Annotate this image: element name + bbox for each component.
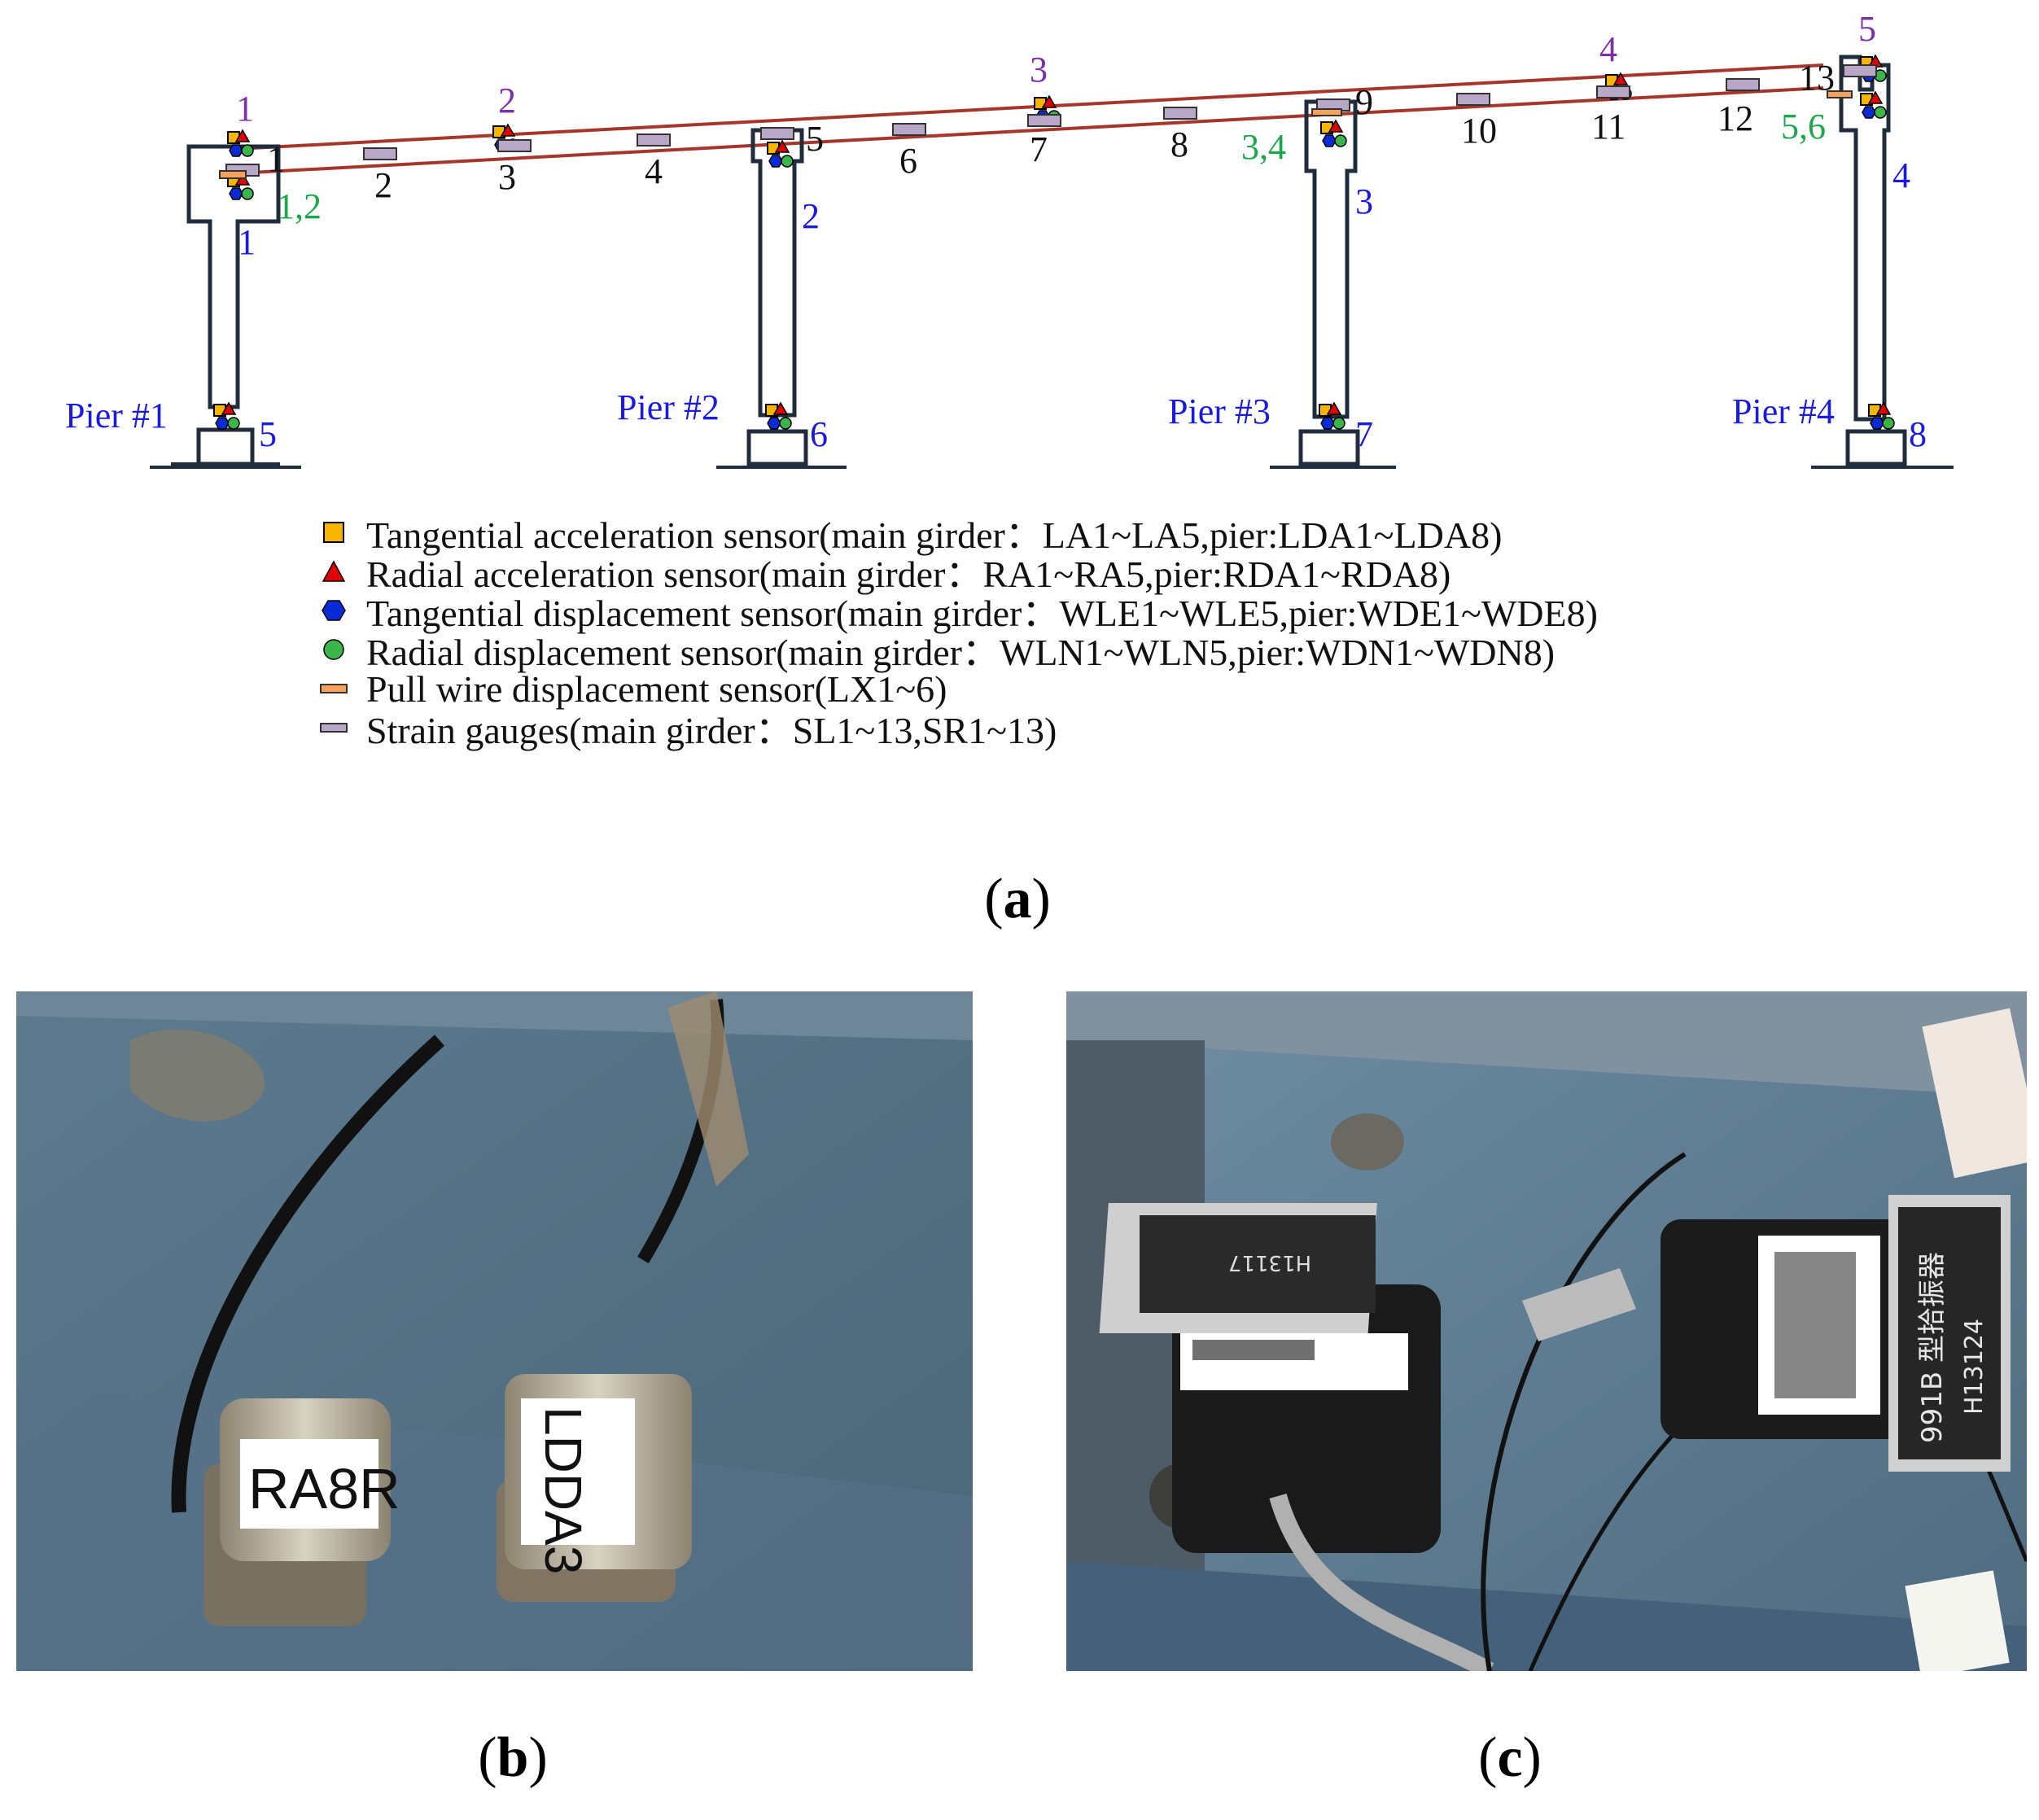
- legend-item: Strain gauges(main girder：SL1~13,SR1~13): [317, 708, 2027, 751]
- square-icon: [317, 516, 350, 549]
- pier-1: [150, 144, 301, 469]
- sensor-label-ldda3: LDDA3: [534, 1407, 593, 1574]
- pier-3-label: Pier #3: [1168, 392, 1271, 431]
- photo-b-accelerometers: RA8R LDDA3: [16, 991, 973, 1671]
- strain-id-11: 11: [1591, 107, 1626, 147]
- pier-top-id-2: 2: [802, 196, 820, 236]
- strain-id-8: 8: [1170, 125, 1188, 164]
- strain-id-13: 13: [1799, 58, 1835, 98]
- legend-item: Tangential displacement sensor(main gird…: [317, 591, 2027, 634]
- circle-icon: [317, 633, 350, 666]
- legend-item: Pull wire displacement sensor(LX1~6): [317, 667, 2027, 710]
- strain-id-2: 2: [374, 165, 392, 205]
- legend-item: Radial acceleration sensor(main girder：R…: [317, 552, 2027, 595]
- sensor-label-ra8r: RA8R: [248, 1457, 400, 1520]
- photo-c-vibration-pickups: H13117 991B 型拾振器 H13124: [1066, 991, 2027, 1671]
- pier-1-label: Pier #1: [65, 396, 168, 435]
- pier-3: [1270, 99, 1396, 469]
- legend-label: Radial acceleration sensor(main girder：R…: [366, 553, 1451, 595]
- girder-sensor-id-4: 4: [1599, 29, 1617, 69]
- vibration-pickups-photo: H13117 991B 型拾振器 H13124: [1066, 991, 2027, 1671]
- bar-icon: [317, 711, 350, 744]
- triangle-icon: [317, 555, 350, 588]
- device-id-h13124: H13124: [1960, 1319, 1989, 1415]
- strain-id-1: 1: [267, 139, 285, 179]
- disp-id-1-2: 1,2: [277, 186, 322, 226]
- pier-top-id-4: 4: [1892, 155, 1910, 195]
- strain-id-9: 9: [1355, 82, 1373, 122]
- strain-id-10: 10: [1461, 111, 1497, 151]
- legend-label: Tangential acceleration sensor(main gird…: [366, 514, 1503, 556]
- bar-icon: [317, 672, 350, 705]
- strain-id-4: 4: [645, 151, 663, 191]
- pier-top-id-3: 3: [1355, 182, 1373, 221]
- pier-2-label: Pier #2: [617, 387, 720, 427]
- strain-id-6: 6: [899, 141, 917, 181]
- pier-4: [1811, 55, 1954, 469]
- pier-base-id-8: 8: [1909, 414, 1927, 454]
- strain-id-7: 7: [1030, 129, 1048, 169]
- legend-label: Radial displacement sensor(main girder：W…: [366, 632, 1556, 673]
- device-model-991b: 991B 型拾振器: [1916, 1252, 1949, 1443]
- girder-sensor-id-2: 2: [498, 81, 516, 120]
- hexagon-icon: [317, 594, 350, 627]
- legend-label: Pull wire displacement sensor(LX1~6): [366, 667, 947, 710]
- pier-2: [716, 128, 847, 469]
- caption-b: (b): [478, 1726, 548, 1789]
- caption-c: (c): [1478, 1726, 1542, 1789]
- pull-wire-sensors: [219, 90, 1853, 179]
- legend-item: Tangential acceleration sensor(main gird…: [317, 513, 2027, 556]
- sensor-legend: Tangential acceleration sensor(main gird…: [317, 513, 2027, 751]
- strain-id-5: 5: [806, 119, 824, 159]
- legend-label: Strain gauges(main girder：SL1~13,SR1~13): [366, 710, 1057, 751]
- legend-label: Tangential displacement sensor(main gird…: [366, 593, 1598, 634]
- accelerometers-photo: RA8R LDDA3: [16, 991, 973, 1671]
- girder-sensor-id-1: 1: [236, 89, 254, 129]
- caption-a: (a): [984, 868, 1051, 930]
- legend-item: Radial displacement sensor(main girder：W…: [317, 630, 2027, 673]
- pier-4-label: Pier #4: [1732, 392, 1835, 431]
- strain-id-12: 12: [1717, 98, 1753, 138]
- strain-id-3: 3: [498, 157, 516, 197]
- pier-top-id-1: 1: [238, 222, 256, 262]
- device-id-h13117: H13117: [1228, 1250, 1311, 1275]
- girder-sensor-id-5: 5: [1858, 9, 1876, 49]
- pier-base-id-5: 5: [259, 414, 277, 454]
- disp-id-3-4: 3,4: [1241, 127, 1286, 167]
- girder-sensor-id-3: 3: [1030, 50, 1048, 90]
- bridge-sensor-layout-diagram: 1 2 3 4 5 6 7 8 9 10 11 12 13 1 2 3 4 5 …: [65, 9, 1954, 469]
- pier-base-id-6: 6: [810, 414, 828, 454]
- sensor-clusters: [213, 55, 1895, 430]
- pier-base-id-7: 7: [1355, 414, 1373, 454]
- disp-id-5-6: 5,6: [1781, 107, 1826, 147]
